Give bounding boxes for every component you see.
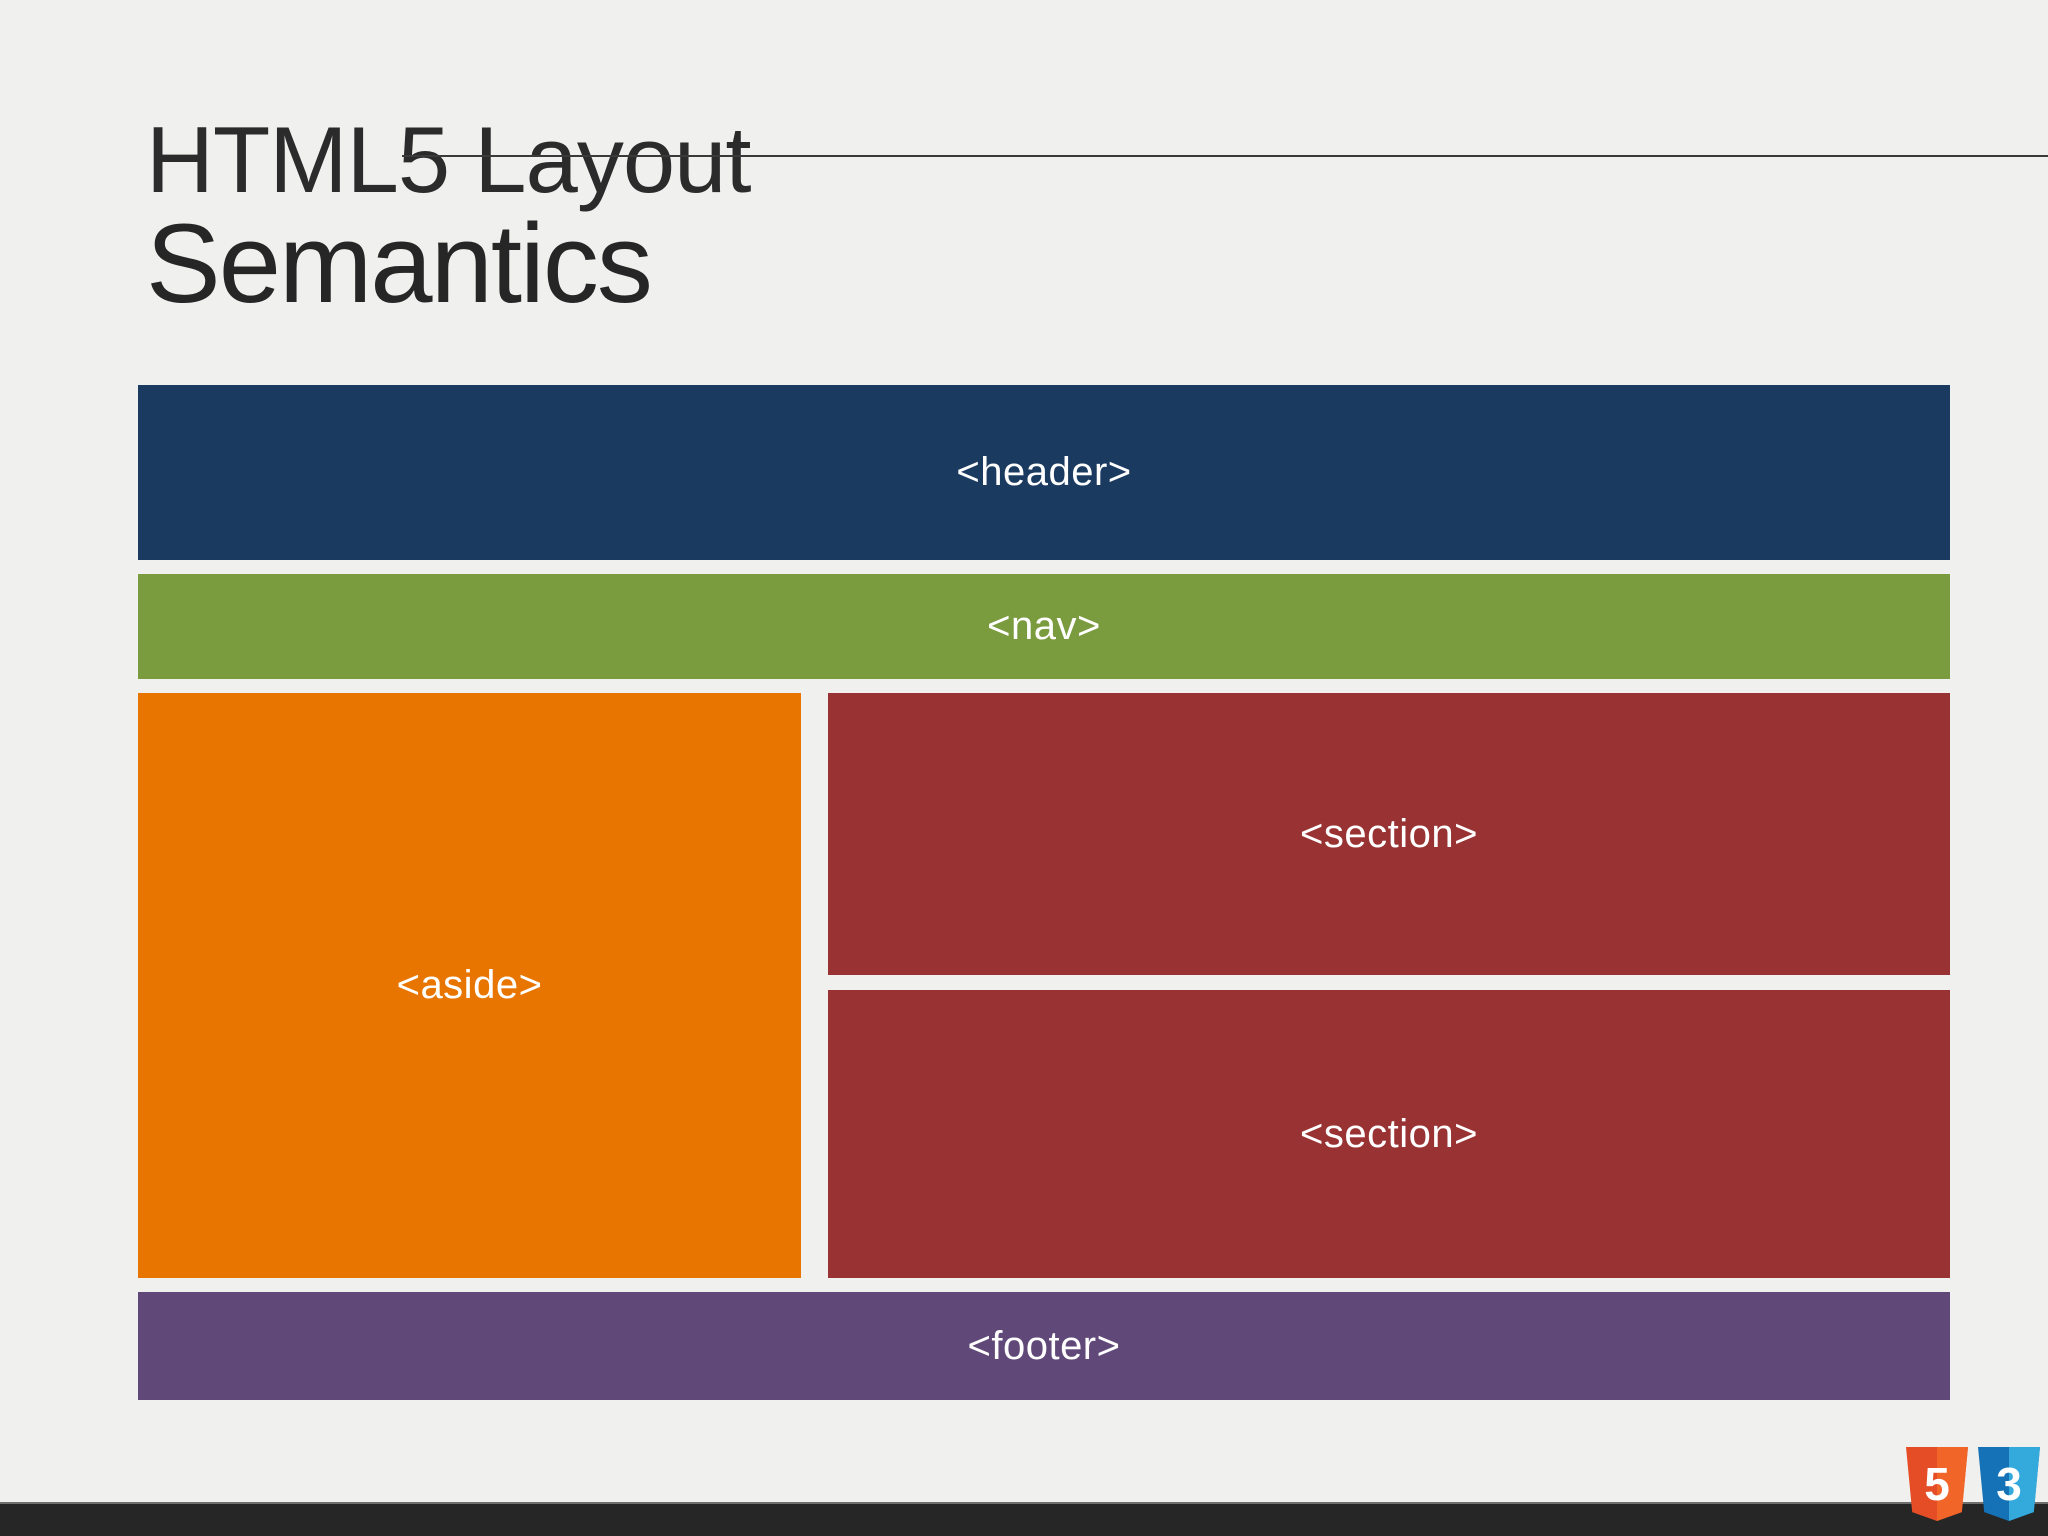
diagram-block-header-label: <header>	[956, 450, 1132, 494]
diagram-block-section-upper: <section>	[828, 693, 1950, 975]
diagram-block-nav-label: <nav>	[987, 604, 1101, 648]
logo-group: 5 3	[1906, 1447, 2040, 1521]
slide-bottom-bar	[0, 1502, 2048, 1536]
html5-layout-diagram: <header> <nav> <aside> <section> <sectio…	[138, 385, 1950, 1400]
diagram-block-aside: <aside>	[138, 693, 801, 1278]
html5-logo-glyph: 5	[1924, 1458, 1950, 1510]
diagram-block-section-lower: <section>	[828, 990, 1950, 1278]
css3-logo-icon: 3	[1978, 1447, 2040, 1521]
diagram-block-section-upper-label: <section>	[1300, 811, 1478, 856]
diagram-block-footer: <footer>	[138, 1292, 1950, 1400]
html5-logo-icon: 5	[1906, 1447, 1968, 1521]
page-title: Semantics	[146, 201, 653, 326]
title-divider-rule	[402, 155, 2048, 157]
slide-title-group: HTML5 Layout Semantics	[146, 96, 2048, 426]
diagram-block-header: <header>	[138, 385, 1950, 560]
diagram-block-aside-label: <aside>	[396, 963, 543, 1007]
diagram-block-footer-label: <footer>	[967, 1323, 1121, 1368]
diagram-block-section-lower-label: <section>	[1300, 1111, 1478, 1156]
css3-logo-glyph: 3	[1996, 1458, 2022, 1510]
diagram-block-nav: <nav>	[138, 574, 1950, 679]
background-heading: HTML5 Layout	[146, 107, 752, 212]
